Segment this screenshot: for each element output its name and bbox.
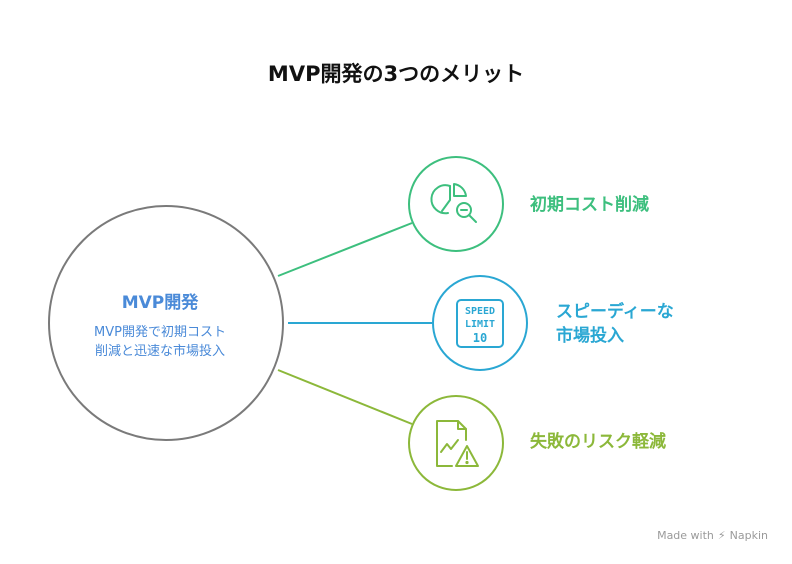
benefit-label-speed-line-1: スピーディーな [556, 302, 674, 322]
benefit-label-risk: 失敗のリスク軽減 [530, 432, 666, 452]
watermark-brand: Napkin [729, 529, 768, 542]
benefit-label-cost: 初期コスト削減 [530, 195, 649, 215]
benefit-label-speed-line-2: 市場投入 [556, 326, 624, 346]
node-circle-1 [408, 156, 504, 252]
center-description: MVP開発で初期コスト 削減と迅速な市場投入 [62, 323, 258, 361]
watermark-text: Made with [657, 529, 714, 542]
speed-limit-sign-icon: SPEED LIMIT 10 [456, 299, 504, 348]
pie-chart-magnifier-icon [430, 183, 477, 223]
watermark: Made with ⚡ Napkin [657, 529, 768, 542]
benefit-label-speed: スピーディーな 市場投入 [556, 300, 716, 348]
center-title: MVP開発 [121, 293, 199, 313]
center-circle [48, 205, 284, 441]
speed-sign-line1: SPEED [465, 306, 495, 317]
center-description-line-1: MVP開発で初期コスト [94, 325, 226, 340]
speed-sign-line3: 10 [473, 331, 487, 345]
speed-sign-line2: LIMIT [465, 319, 495, 330]
connector-3 [277, 369, 413, 425]
center-description-line-2: 削減と迅速な市場投入 [94, 344, 225, 359]
connector-1 [277, 222, 413, 277]
diagram-title: MVP開発の3つのメリット [267, 62, 525, 86]
napkin-logo-icon: ⚡ [717, 529, 726, 542]
chart-document-warning-icon [436, 420, 479, 467]
node-circle-2 [432, 275, 528, 371]
